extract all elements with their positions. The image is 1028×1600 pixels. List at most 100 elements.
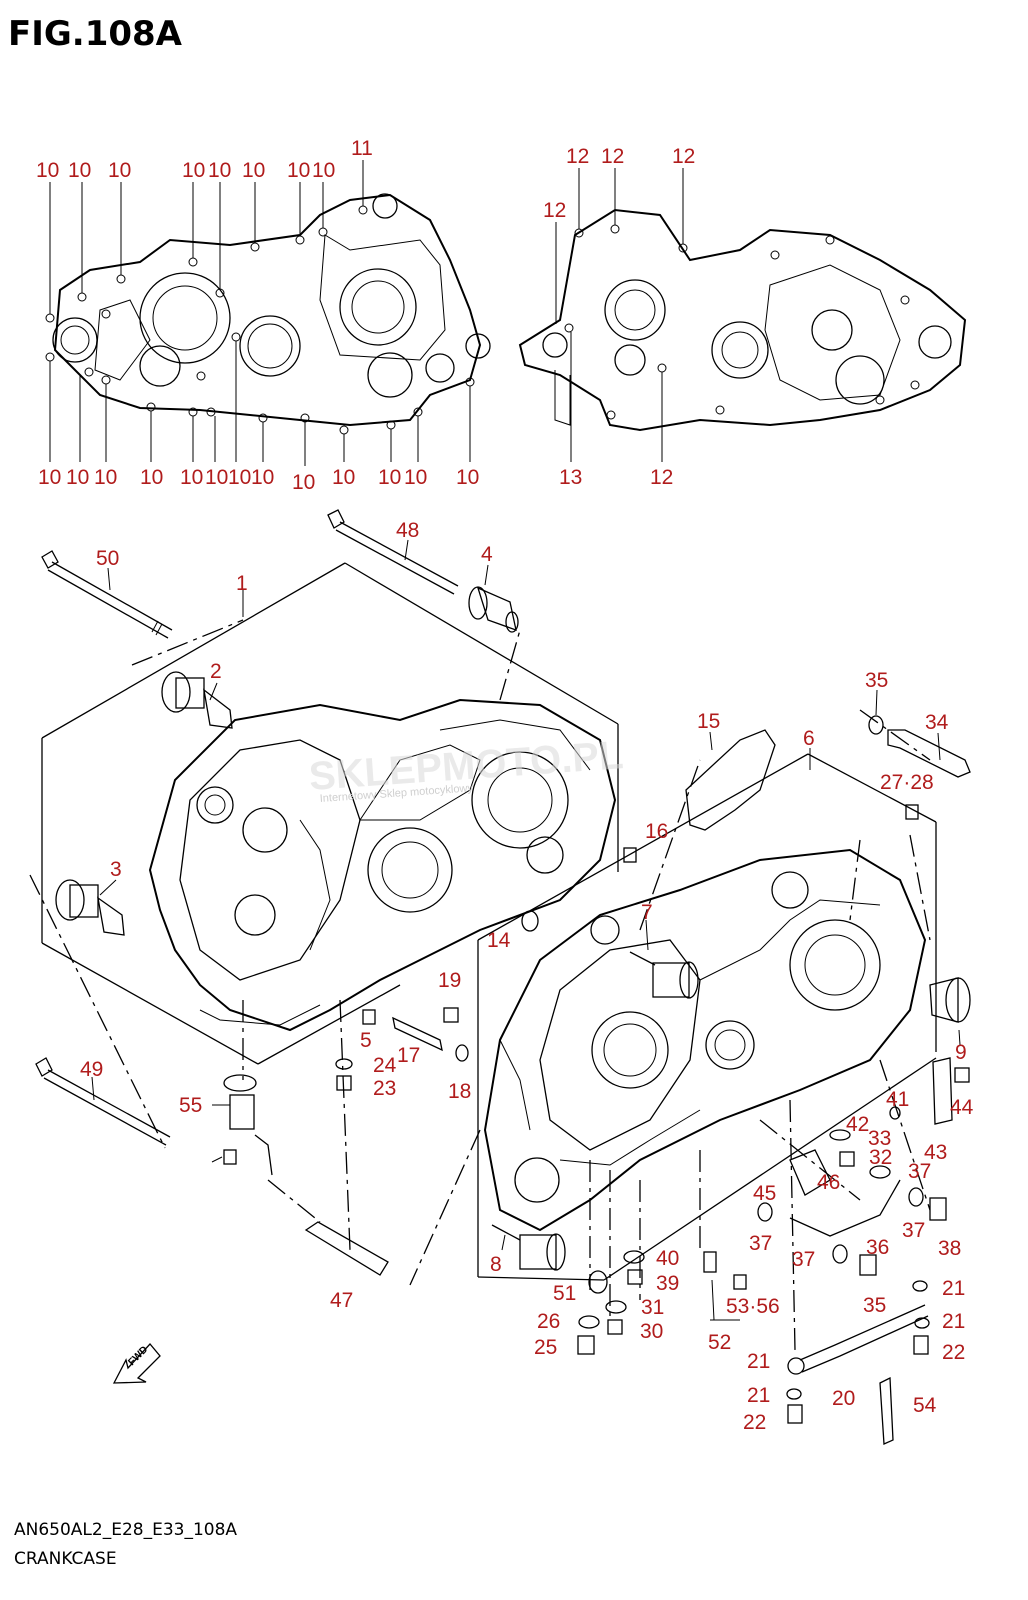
callout-38: 39 <box>656 1272 679 1295</box>
callout-32: 33 <box>868 1127 891 1150</box>
callout-10: 10 <box>66 466 89 489</box>
callout-52: 53·56 <box>726 1295 780 1318</box>
callout-50: 51 <box>553 1282 576 1305</box>
callout-11: 11 <box>351 137 373 160</box>
callout-22: 22 <box>942 1341 965 1364</box>
callout-42: 43 <box>924 1141 947 1164</box>
callout-20: 20 <box>832 1387 855 1410</box>
callout-30: 31 <box>641 1296 664 1319</box>
callout-10: 10 <box>36 159 59 182</box>
callout-14: 14 <box>487 929 511 952</box>
left-case-bolt-view <box>45 160 491 466</box>
callout-4: 4 <box>481 543 493 566</box>
callout-10: 10 <box>68 159 91 182</box>
bearing-2 <box>161 671 233 729</box>
left-crankcase-frame <box>41 562 619 1065</box>
callout-46: 47 <box>330 1289 353 1312</box>
callout-34: 35 <box>865 669 888 692</box>
callout-26: 26 <box>537 1310 560 1333</box>
right-case-bolt-view <box>518 168 967 462</box>
callout-labels: 10 10 10 10 10 10 10 10 11 10 10 10 10 1… <box>36 137 974 1434</box>
callout-10: 10 <box>140 466 163 489</box>
callout-1: 1 <box>236 572 248 595</box>
cover-15 <box>685 729 776 831</box>
callout-34: 35 <box>863 1294 886 1317</box>
section-name: CRANKCASE <box>14 1549 117 1569</box>
callout-10: 10 <box>242 159 265 182</box>
callout-10: 10 <box>251 466 274 489</box>
callout-47: 48 <box>396 519 419 542</box>
callout-39: 40 <box>656 1247 679 1270</box>
callout-13: 13 <box>559 466 582 489</box>
callout-12: 12 <box>672 145 695 168</box>
callout-10: 10 <box>292 471 315 494</box>
callout-45: 46 <box>817 1171 840 1194</box>
callout-33: 34 <box>925 711 949 734</box>
plug-33 <box>868 715 971 778</box>
dowel-4 <box>468 586 519 633</box>
callout-10: 10 <box>108 159 131 182</box>
callout-16: 16 <box>645 820 668 843</box>
callout-10: 10 <box>312 159 335 182</box>
callout-22: 22 <box>743 1411 766 1434</box>
callout-12: 12 <box>650 466 673 489</box>
callout-29: 30 <box>640 1320 663 1343</box>
callout-18: 18 <box>448 1080 471 1103</box>
callout-36: 37 <box>902 1219 925 1242</box>
callout-17: 17 <box>397 1044 420 1067</box>
callout-12: 12 <box>566 145 589 168</box>
callout-21: 21 <box>747 1350 770 1373</box>
callout-12: 12 <box>601 145 624 168</box>
callout-10: 10 <box>180 466 203 489</box>
callout-5: 5 <box>360 1029 372 1052</box>
callout-21: 21 <box>942 1277 965 1300</box>
bolt-49 <box>41 550 173 639</box>
callout-36: 37 <box>749 1232 772 1255</box>
callout-41: 42 <box>846 1113 869 1136</box>
callout-2: 2 <box>210 660 222 683</box>
callout-10: 10 <box>332 466 355 489</box>
callout-10: 10 <box>287 159 310 182</box>
bolt-48 <box>35 1057 171 1146</box>
callout-21: 21 <box>942 1310 965 1333</box>
callout-48: 49 <box>80 1058 103 1081</box>
callout-44: 45 <box>753 1182 776 1205</box>
callout-10: 10 <box>228 466 251 489</box>
callout-21: 21 <box>747 1384 770 1407</box>
leader-lines <box>91 539 961 1321</box>
clamp-53 <box>879 1376 894 1445</box>
assembly-lines <box>29 619 931 1351</box>
bearing-7 <box>629 951 699 999</box>
callout-24: 24 <box>373 1054 397 1077</box>
callout-15: 15 <box>697 710 720 733</box>
callout-35: 36 <box>866 1236 889 1259</box>
callout-49: 50 <box>96 547 119 570</box>
callout-27-28: 27·28 <box>880 771 934 794</box>
callout-31: 32 <box>869 1146 892 1169</box>
callout-54: 55 <box>179 1094 202 1117</box>
callout-10: 10 <box>404 466 427 489</box>
callout-10: 10 <box>182 159 205 182</box>
figure-title: FIG.108A <box>8 14 182 54</box>
callout-40: 41 <box>886 1088 909 1111</box>
callout-36: 37 <box>908 1160 931 1183</box>
callout-6: 6 <box>803 727 815 750</box>
oil-hose-35 <box>789 1179 901 1237</box>
bolt-47 <box>327 509 459 595</box>
pipe-46 <box>304 1221 389 1276</box>
callout-12: 12 <box>543 199 566 222</box>
callout-3: 3 <box>110 858 122 881</box>
callout-19: 19 <box>438 969 461 992</box>
callout-25: 25 <box>534 1336 557 1359</box>
callout-10: 10 <box>456 466 479 489</box>
callout-53-56: 54 <box>913 1394 937 1417</box>
oil-hose-20 <box>787 1304 929 1375</box>
fwd-arrow: FWD <box>112 1343 161 1384</box>
small-hardware <box>223 804 970 1424</box>
bearing-8 <box>491 1224 566 1271</box>
callout-36: 37 <box>792 1248 815 1271</box>
callout-51: 52 <box>708 1331 731 1354</box>
callout-7: 7 <box>641 901 653 924</box>
callout-8: 8 <box>490 1253 502 1276</box>
